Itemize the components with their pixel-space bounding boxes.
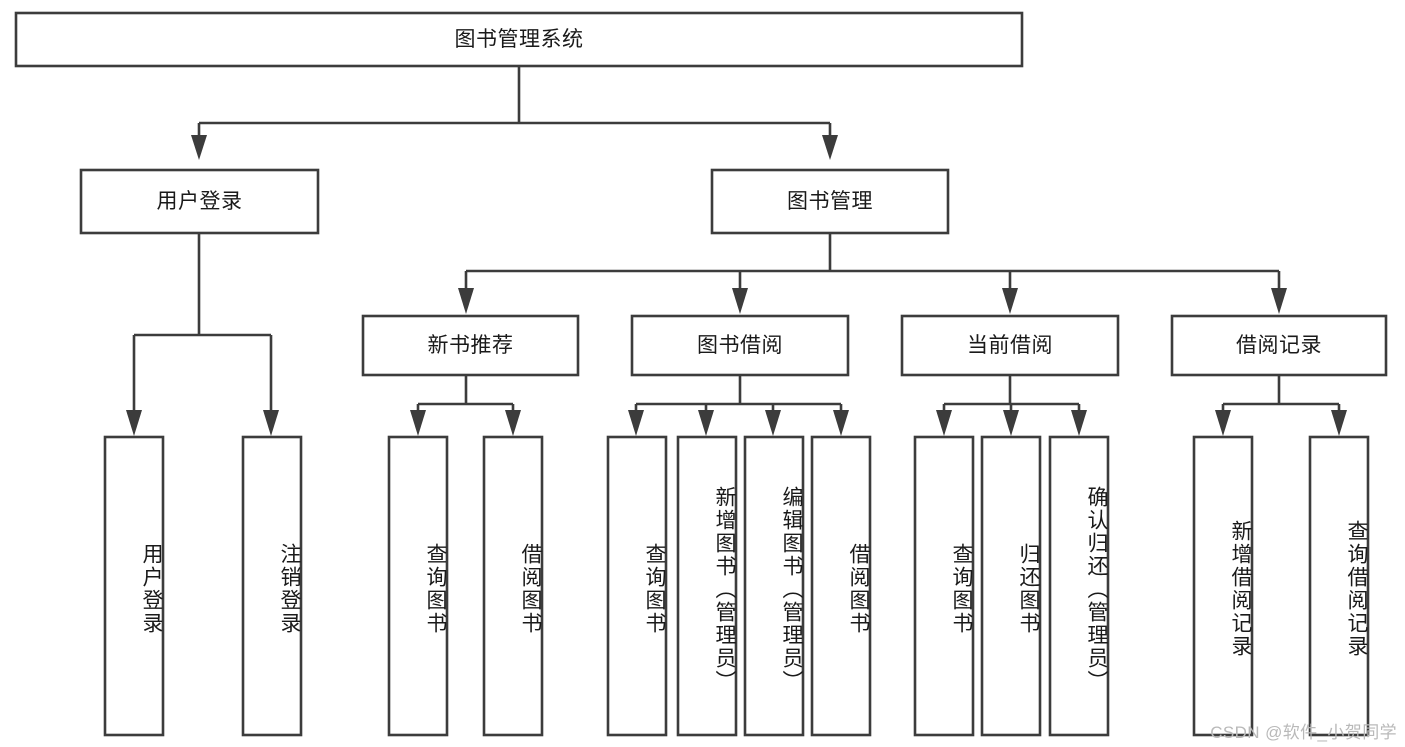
- arrow-new-book-rec-icon: [458, 288, 474, 314]
- arrow-borrow-record-icon: [1271, 288, 1287, 314]
- node-root-box: [14, 11, 1024, 68]
- node-leaf-add-book-box: [676, 435, 738, 737]
- arrow-user-login-icon: [191, 135, 207, 160]
- arrow-leaf-return-book-icon: [1003, 410, 1019, 436]
- arrow-leaf-user-login-icon: [126, 410, 142, 436]
- node-leaf-query-book-3-box: [913, 435, 975, 737]
- node-leaf-query-record-box: [1308, 435, 1370, 737]
- arrow-leaf-edit-book-icon: [765, 410, 781, 436]
- node-borrow-record-box: [1170, 314, 1388, 377]
- node-user-login-box: [79, 168, 320, 235]
- arrow-leaf-borrow-book-1-icon: [505, 410, 521, 436]
- arrow-leaf-query-record-icon: [1331, 410, 1347, 436]
- node-leaf-return-book-box: [980, 435, 1042, 737]
- arrow-leaf-query-book-2-icon: [628, 410, 644, 436]
- arrow-leaf-logout-login-icon: [263, 410, 279, 436]
- arrow-leaf-confirm-return-icon: [1071, 410, 1087, 436]
- arrow-current-borrow-icon: [1002, 288, 1018, 314]
- node-current-borrow-box: [900, 314, 1120, 377]
- node-book-borrow-box: [630, 314, 850, 377]
- node-leaf-user-login-box: [103, 435, 165, 737]
- arrow-leaf-query-book-1-icon: [410, 410, 426, 436]
- node-book-manage-box: [710, 168, 950, 235]
- arrow-book-manage-icon: [822, 135, 838, 160]
- node-leaf-query-book-1-box: [387, 435, 449, 737]
- watermark-text: CSDN @软件_小贺同学: [1210, 723, 1397, 742]
- arrow-book-borrow-icon: [732, 288, 748, 314]
- arrow-leaf-query-book-3-icon: [936, 410, 952, 436]
- node-leaf-logout-login-box: [241, 435, 303, 737]
- arrow-leaf-add-book-icon: [698, 410, 714, 436]
- node-new-book-rec-box: [361, 314, 580, 377]
- node-leaf-add-record-box: [1192, 435, 1254, 737]
- node-leaf-confirm-return-box: [1048, 435, 1110, 737]
- node-leaf-borrow-book-2-box: [810, 435, 872, 737]
- node-leaf-edit-book-box: [743, 435, 805, 737]
- arrow-leaf-add-record-icon: [1215, 410, 1231, 436]
- node-leaf-query-book-2-box: [606, 435, 668, 737]
- node-leaf-borrow-book-1-box: [482, 435, 544, 737]
- arrow-leaf-borrow-book-2-icon: [833, 410, 849, 436]
